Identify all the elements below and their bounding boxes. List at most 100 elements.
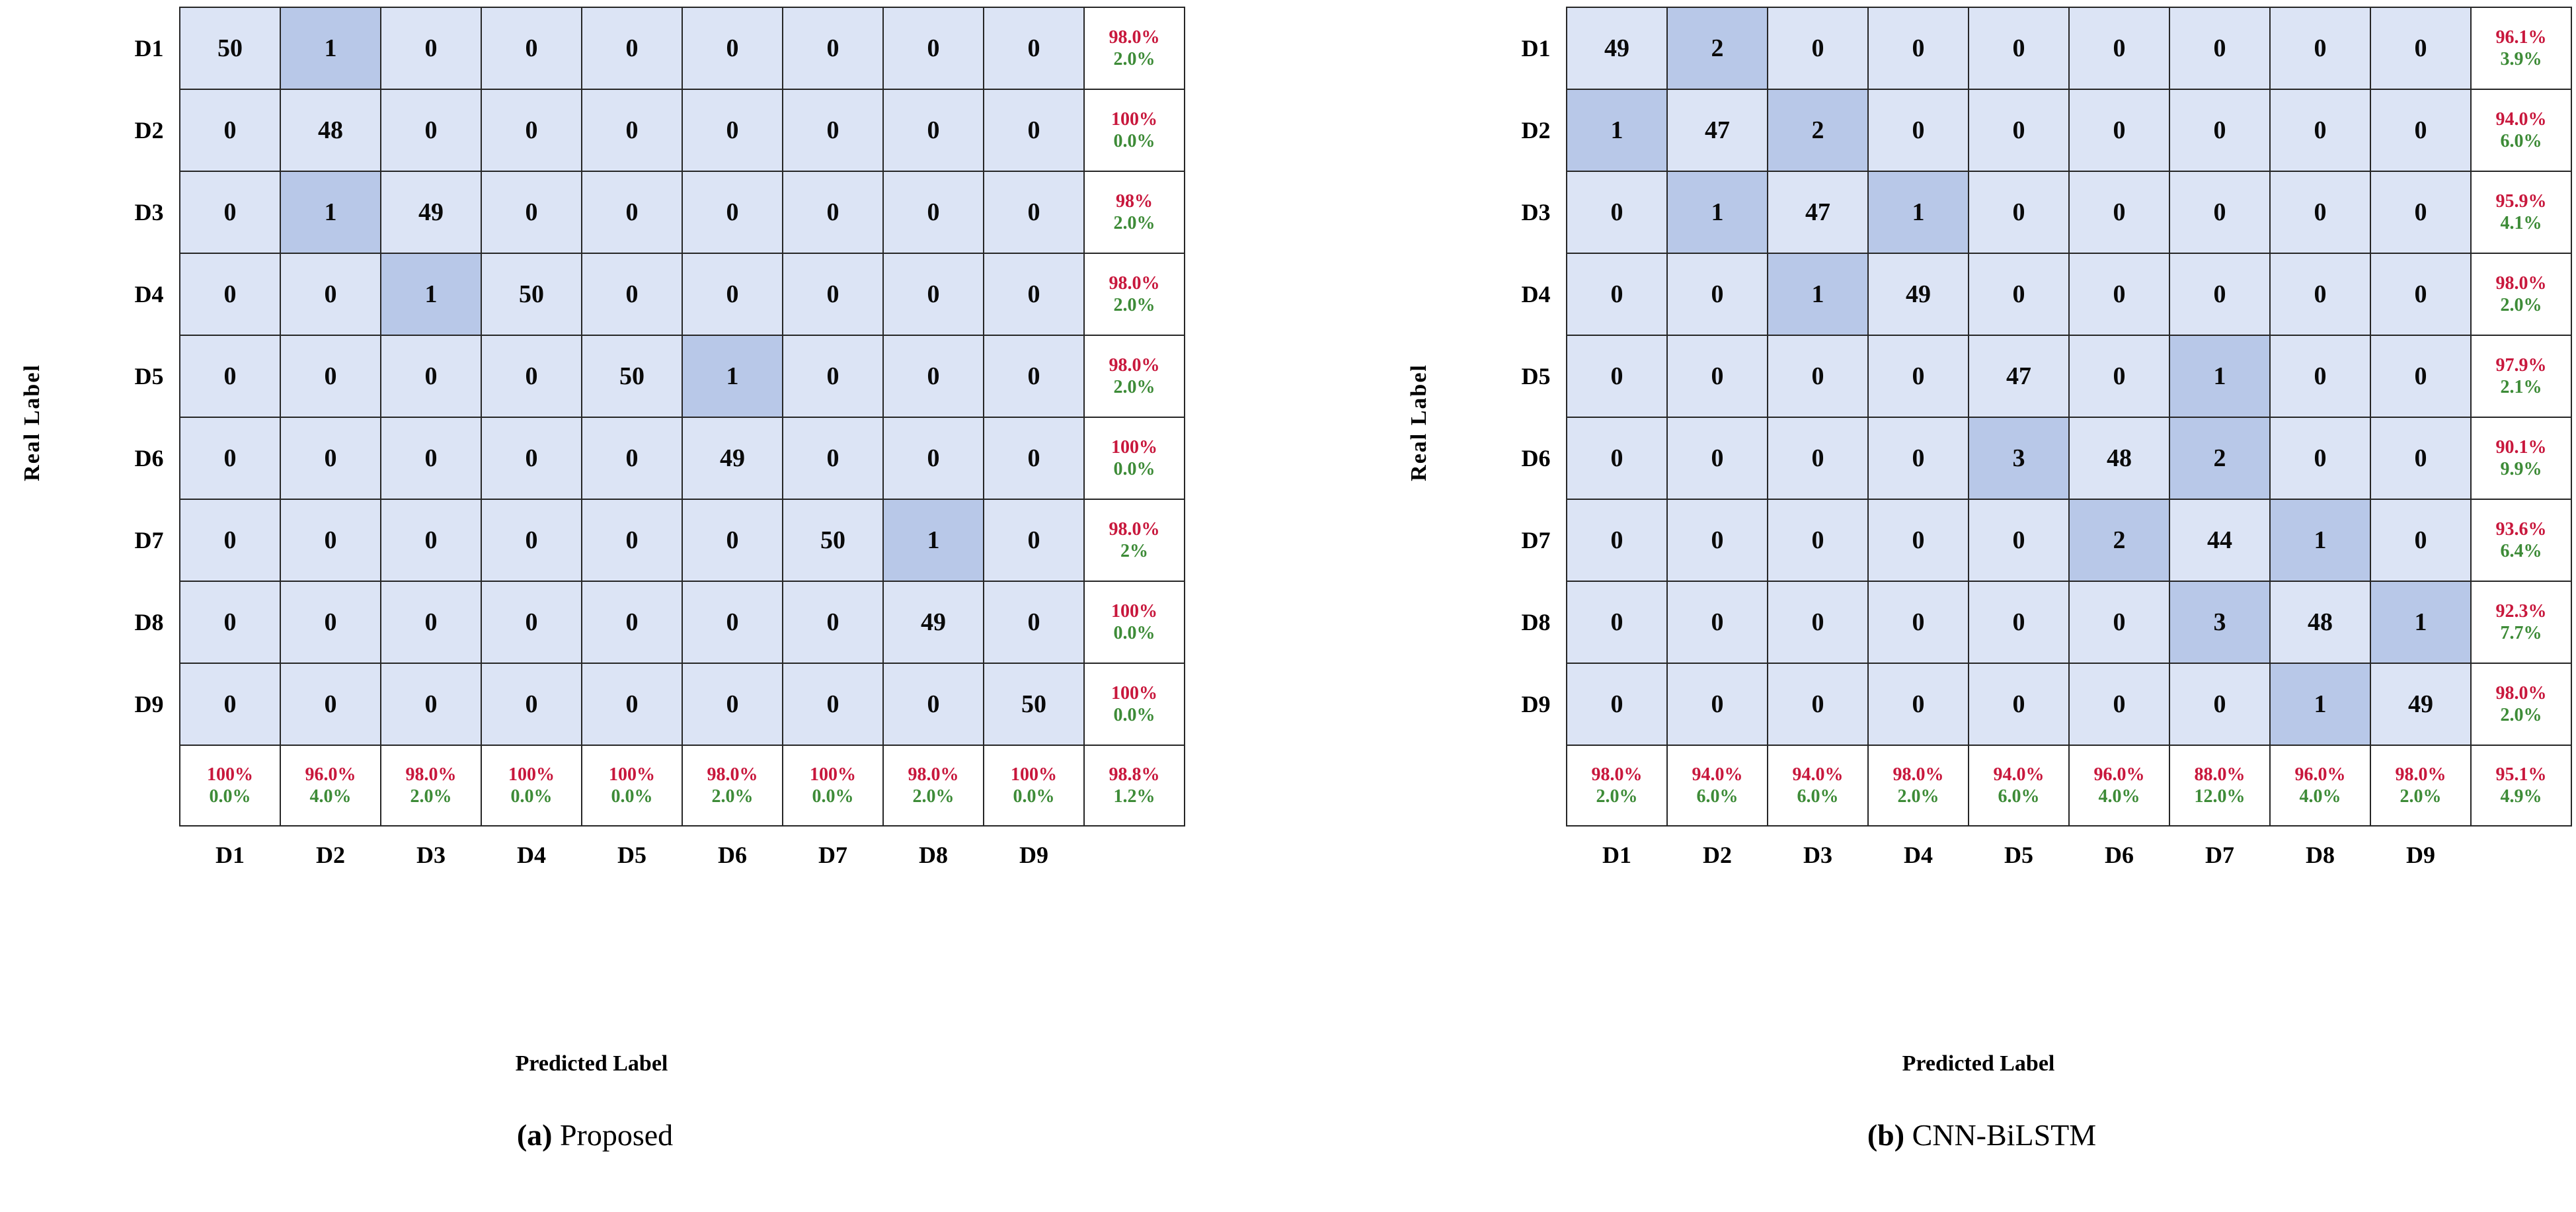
- row-label-d4: D4: [134, 281, 164, 307]
- matrix-cell: 0: [481, 417, 582, 500]
- column-label-d1: D1: [215, 841, 245, 868]
- matrix-cell: 50: [179, 7, 281, 90]
- panel-caption: (b) CNN-BiLSTM: [1585, 1117, 2378, 1152]
- matrix-cell: 0: [380, 581, 482, 664]
- row-label-d6: D6: [1521, 445, 1551, 471]
- summary-row-spacer: [1506, 745, 1567, 826]
- row-percentage-cell: 98.0%2.0%: [1083, 335, 1185, 418]
- matrix-cell: 1: [380, 253, 482, 336]
- column-percentage-cell: 94.0%6.0%: [1767, 745, 1869, 827]
- overall-accuracy-value: 98.8%: [1109, 764, 1160, 785]
- matrix-cell: 1: [280, 171, 381, 254]
- column-label-d3: D3: [1803, 841, 1832, 868]
- column-label-d6: D6: [2105, 841, 2134, 868]
- matrix-cell: 0: [983, 171, 1085, 254]
- matrix-cell: 0: [179, 335, 281, 418]
- matrix-cell: 0: [2370, 335, 2472, 418]
- matrix-cell: 0: [2370, 253, 2472, 336]
- row-error-value: 2.0%: [1113, 49, 1155, 69]
- row-recall-value: 95.9%: [2495, 190, 2547, 212]
- matrix-cell: 0: [1666, 417, 1768, 500]
- matrix-cell: 0: [280, 663, 381, 746]
- row-label-d4: D4: [1521, 281, 1551, 307]
- column-error-value: 0.0%: [510, 786, 553, 807]
- matrix-cell: 3: [1968, 417, 2070, 500]
- matrix-cell: 0: [2370, 417, 2472, 500]
- matrix-cell: 0: [682, 253, 783, 336]
- column-error-value: 0.0%: [812, 786, 854, 807]
- column-error-value: 2.0%: [711, 786, 754, 807]
- row-percentage-cell: 98%2.0%: [1083, 171, 1185, 254]
- matrix-cell: 0: [682, 499, 783, 582]
- row-label-d9: D9: [1521, 691, 1551, 717]
- row-error-value: 0.0%: [1113, 705, 1155, 725]
- matrix-cell: 1: [2269, 499, 2371, 582]
- matrix-cell: 0: [2169, 663, 2271, 746]
- overall-error-value: 1.2%: [1113, 786, 1155, 807]
- column-precision-value: 98.0%: [707, 764, 758, 785]
- matrix-cell: 0: [1968, 7, 2070, 90]
- column-percentage-cell: 100%0.0%: [782, 745, 884, 827]
- column-percentage-cell: 96.0%4.0%: [2269, 745, 2371, 827]
- column-percentage-cell: 88.0%12.0%: [2169, 745, 2271, 827]
- matrix-cell: 0: [882, 663, 984, 746]
- row-error-value: 2%: [1120, 541, 1148, 561]
- row-label-d3: D3: [134, 199, 164, 225]
- matrix-cell: 0: [1566, 581, 1668, 664]
- column-error-value: 2.0%: [1897, 786, 1939, 807]
- column-precision-value: 88.0%: [2194, 764, 2245, 785]
- matrix-cell: 0: [782, 335, 884, 418]
- column-percentage-cell: 94.0%6.0%: [1666, 745, 1768, 827]
- matrix-cell: 0: [1566, 253, 1668, 336]
- row-label-d8: D8: [1521, 609, 1551, 635]
- matrix-cell: 47: [1968, 335, 2070, 418]
- matrix-cell: 0: [380, 7, 482, 90]
- matrix-cell: 0: [2068, 253, 2170, 336]
- matrix-cell: 0: [179, 417, 281, 500]
- matrix-cell: 0: [782, 171, 884, 254]
- matrix-cell: 2: [2068, 499, 2170, 582]
- column-percentage-cell: 98.0%2.0%: [380, 745, 482, 827]
- caption-index: (a): [516, 1118, 553, 1152]
- row-error-value: 0.0%: [1113, 131, 1155, 151]
- matrix-cell: 0: [882, 335, 984, 418]
- matrix-cell: 2: [2169, 417, 2271, 500]
- row-recall-value: 97.9%: [2495, 354, 2547, 376]
- row-percentage-cell: 93.6%6.4%: [2470, 499, 2572, 582]
- column-percentage-cell: 96.0%4.0%: [2068, 745, 2170, 827]
- matrix-cell: 0: [782, 89, 884, 172]
- matrix-cell: 0: [1968, 171, 2070, 254]
- row-label-d9: D9: [134, 691, 164, 717]
- column-label-d2: D2: [316, 841, 345, 868]
- column-label-end-spacer: [2471, 826, 2571, 883]
- matrix-cell: 0: [1767, 663, 1869, 746]
- row-error-value: 6.0%: [2500, 131, 2542, 151]
- row-recall-value: 98.0%: [1109, 354, 1160, 376]
- matrix-cell: 0: [983, 7, 1085, 90]
- matrix-cell: 0: [2068, 335, 2170, 418]
- matrix-cell: 0: [1666, 253, 1768, 336]
- matrix-cell: 0: [2169, 7, 2271, 90]
- matrix-cell: 48: [2068, 417, 2170, 500]
- caption-title: CNN-BiLSTM: [1912, 1118, 2097, 1152]
- column-precision-value: 96.0%: [2294, 764, 2346, 785]
- matrix-cell: 0: [1867, 89, 1969, 172]
- row-recall-value: 90.1%: [2495, 436, 2547, 458]
- column-label-d5: D5: [617, 841, 646, 868]
- matrix-cell: 49: [380, 171, 482, 254]
- column-error-value: 4.0%: [309, 786, 352, 807]
- matrix-cell: 0: [280, 417, 381, 500]
- matrix-cell: 0: [581, 663, 683, 746]
- row-label-d2: D2: [1521, 117, 1551, 143]
- matrix-cell: 0: [179, 581, 281, 664]
- matrix-cell: 0: [1867, 417, 1969, 500]
- matrix-cell: 0: [782, 253, 884, 336]
- matrix-cell: 0: [2068, 171, 2170, 254]
- column-percentage-cell: 98.0%2.0%: [2370, 745, 2472, 827]
- column-label-spacer: [1506, 826, 1567, 883]
